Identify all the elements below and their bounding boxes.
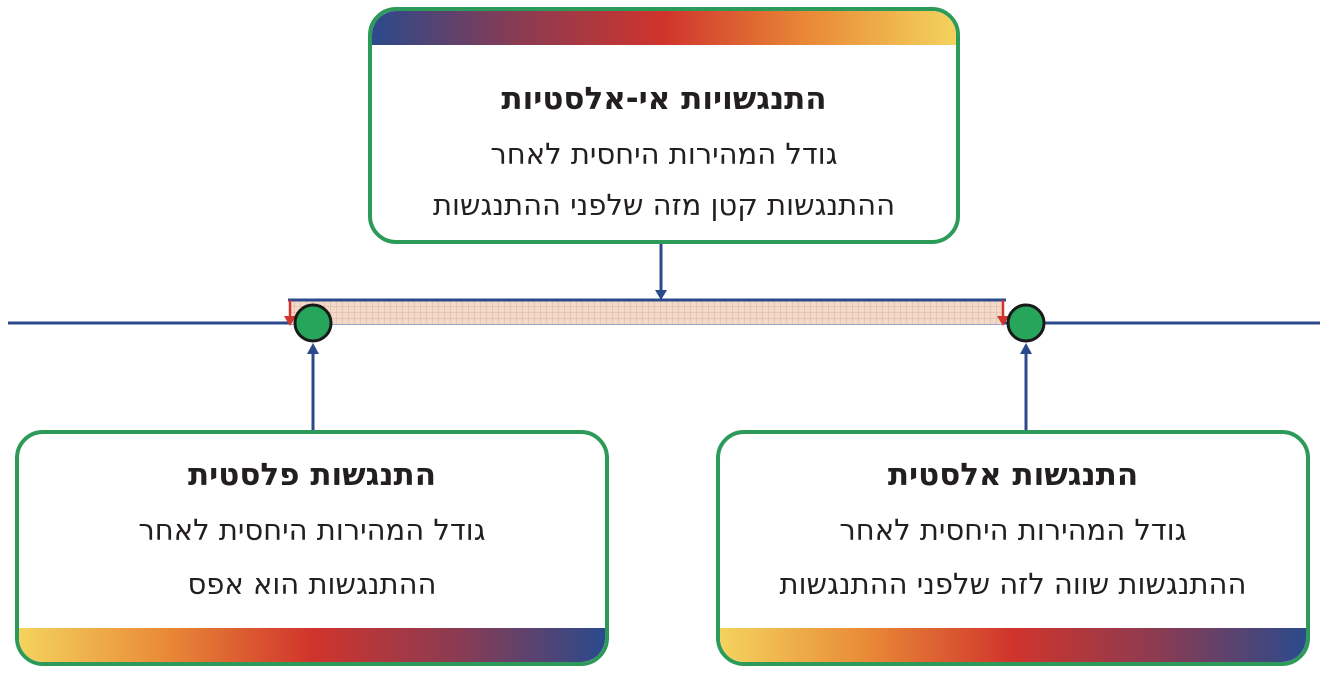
- gradient-band: [19, 628, 605, 662]
- card-title: התנגשויות אי-אלסטיות: [501, 81, 827, 117]
- card-description-line-1: גודל המהירות היחסית לאחר: [839, 513, 1187, 547]
- card-title: התנגשות אלסטית: [887, 457, 1139, 493]
- range-marker-left: [284, 300, 296, 326]
- card-description-line-2: ההתנגשות הוא אפס: [187, 567, 437, 601]
- card-title: התנגשות פלסטית: [187, 457, 437, 493]
- inelastic-range-band: [290, 300, 1004, 324]
- plastic-connector-arrow: [307, 343, 319, 430]
- elastic-collision-card: התנגשות אלסטית גודל המהירות היחסית לאחר …: [716, 430, 1310, 666]
- card-description-line-1: גודל המהירות היחסית לאחר: [490, 137, 838, 171]
- inelastic-connector-arrow: [655, 244, 667, 300]
- card-description-line-2: ההתנגשות קטן מזה שלפני ההתנגשות: [432, 188, 896, 222]
- range-marker-right: [997, 300, 1009, 326]
- plastic-collision-card: התנגשות פלסטית גודל המהירות היחסית לאחר …: [15, 430, 609, 666]
- card-description-line-2: ההתנגשות שווה לזה שלפני ההתנגשות: [779, 567, 1247, 601]
- gradient-band: [372, 11, 956, 45]
- gradient-band: [720, 628, 1306, 662]
- inelastic-collisions-card: התנגשויות אי-אלסטיות גודל המהירות היחסית…: [368, 7, 960, 244]
- elastic-connector-arrow: [1020, 343, 1032, 430]
- plastic-node: [293, 303, 333, 343]
- card-description-line-1: גודל המהירות היחסית לאחר: [138, 513, 486, 547]
- elastic-node: [1006, 303, 1046, 343]
